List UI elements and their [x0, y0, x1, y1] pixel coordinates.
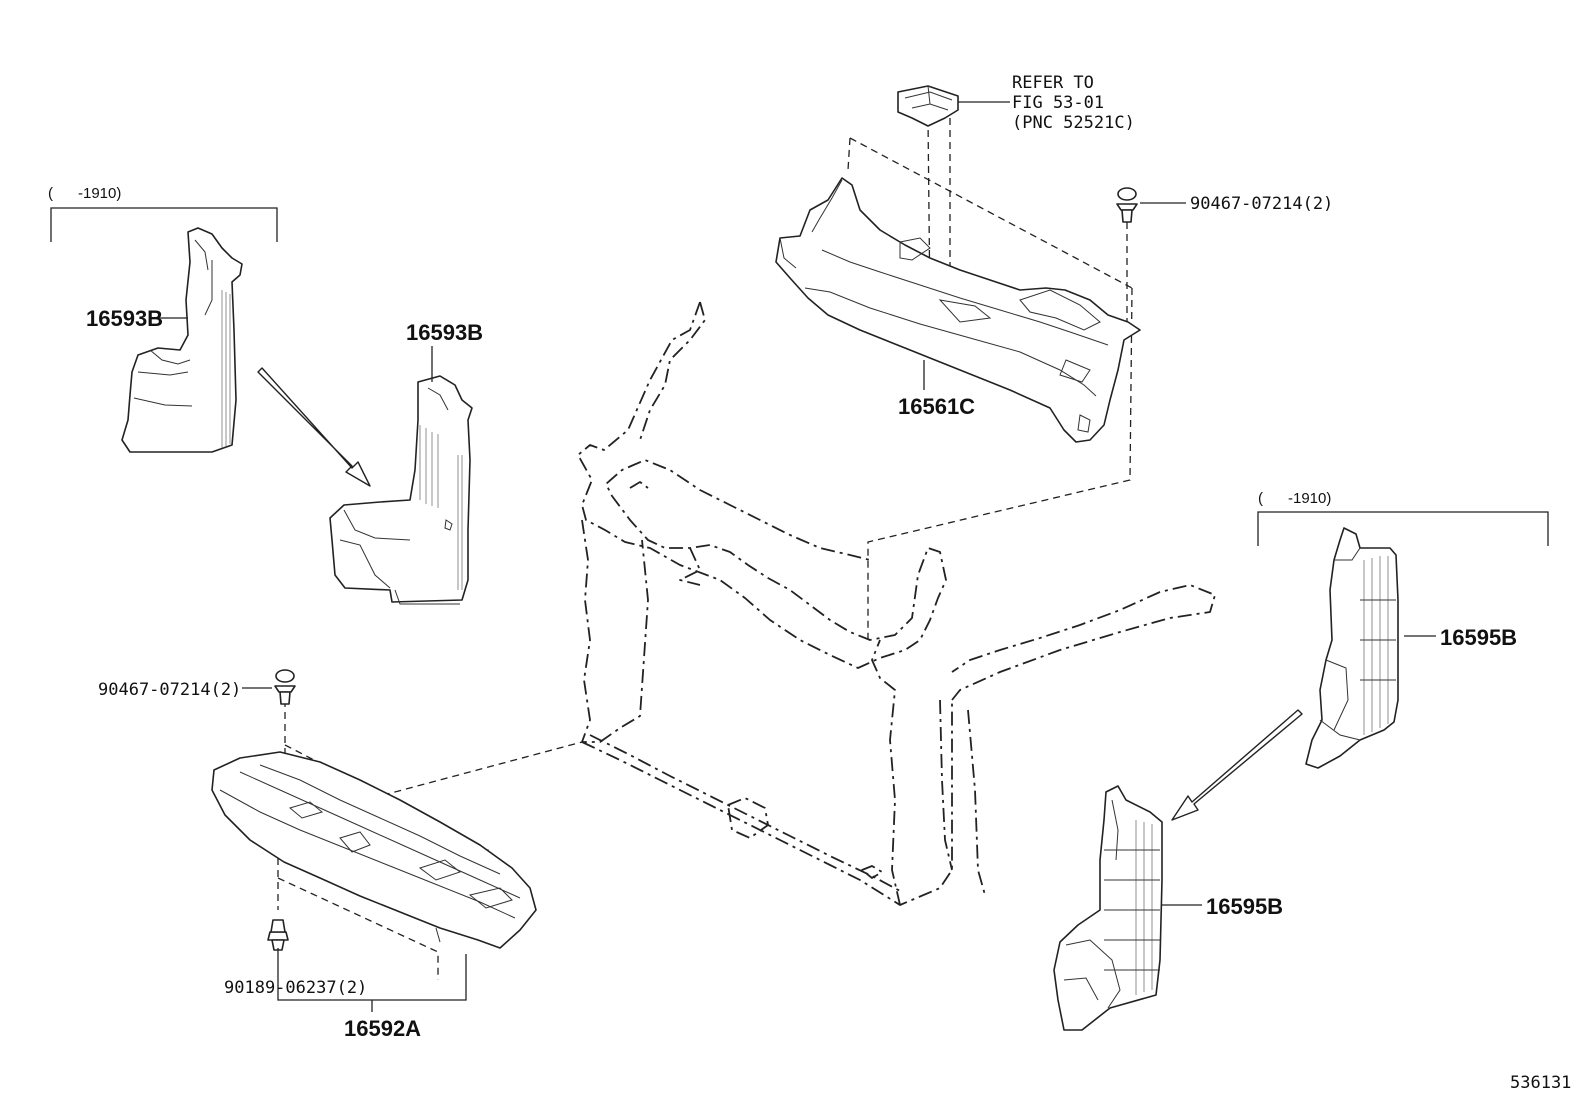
lower-cover-16592A	[211, 751, 537, 949]
label-part-16595B-lower: 16595B	[1206, 894, 1283, 919]
leader-lines	[158, 101, 1436, 1012]
arrow-icon-right	[1171, 709, 1303, 821]
label-part-16561C: 16561C	[898, 394, 975, 419]
label-clip-top-right: 90467-07214(2)	[1190, 194, 1333, 214]
label-part-16592A: 16592A	[344, 1016, 421, 1041]
label-part-16593B-lower: 16593B	[406, 320, 483, 345]
refer-note-line3: (PNC 52521C)	[1012, 113, 1135, 133]
clip-icon-bottom	[267, 919, 289, 951]
label-part-16595B-upper: 16595B	[1440, 625, 1517, 650]
arrow-icon-left	[257, 367, 371, 487]
label-clip-left: 90467-07214(2)	[98, 680, 241, 700]
figure-number: 536131	[1510, 1073, 1571, 1093]
label-range-left: ( -1910)	[48, 185, 121, 202]
refer-note-line2: FIG 53-01	[1012, 93, 1104, 113]
refer-note: REFER TO FIG 53-01 (PNC 52521C)	[1012, 73, 1135, 133]
clip-icon-left	[274, 669, 296, 705]
seal-16593B-upper	[121, 227, 243, 453]
range-bracket-left	[50, 207, 278, 242]
range-bracket-right	[1257, 511, 1549, 546]
seal-16595B-lower	[1053, 785, 1163, 1031]
label-part-16593B-upper: 16593B	[86, 306, 163, 331]
clip-icon-top-right	[1116, 187, 1138, 223]
label-clip-bottom: 90189-06237(2)	[224, 978, 367, 998]
seal-16595B-upper	[1305, 527, 1399, 769]
seal-16593B-lower	[329, 375, 473, 605]
label-range-right: ( -1910)	[1258, 490, 1331, 507]
seal-bracket-52521C	[897, 85, 959, 127]
refer-note-line1: REFER TO	[1012, 73, 1094, 93]
radiator-support-ghost	[577, 301, 1216, 906]
air-guide-16561C	[775, 177, 1141, 443]
